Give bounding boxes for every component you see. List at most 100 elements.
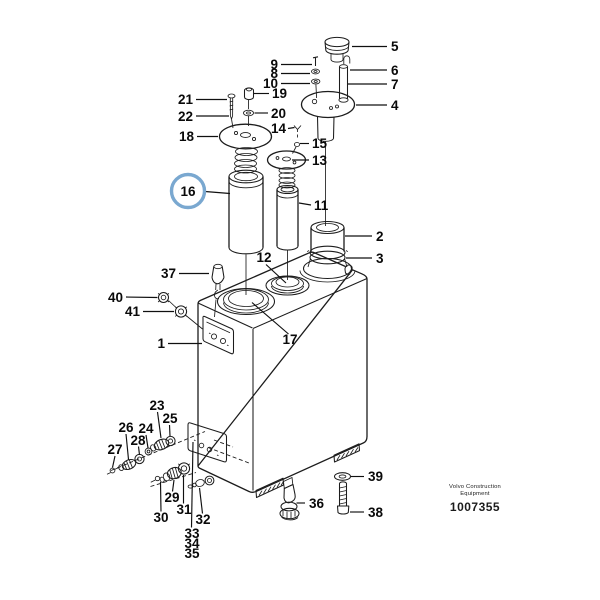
callout-30[interactable]: 30 <box>153 510 168 525</box>
upper-bracket <box>202 315 235 355</box>
small-filter-element <box>276 184 299 280</box>
callout-34[interactable]: 34 <box>184 536 200 551</box>
callout-7[interactable]: 7 <box>391 77 399 92</box>
callout-38[interactable]: 38 <box>368 505 384 520</box>
callout-20[interactable]: 20 <box>271 106 286 121</box>
cover-screw <box>227 93 236 129</box>
callout-29[interactable]: 29 <box>164 490 179 505</box>
plug-29 <box>159 466 182 483</box>
callout-9[interactable]: 9 <box>270 57 278 72</box>
washer-28 <box>134 453 145 465</box>
callout-25[interactable]: 25 <box>162 411 178 426</box>
small-valve-ball <box>293 142 301 147</box>
leader-line-16 <box>204 190 231 195</box>
callout-31[interactable]: 31 <box>176 502 192 517</box>
return-filter-assembly <box>218 87 273 295</box>
drain-bolt <box>336 481 350 515</box>
callout-19[interactable]: 19 <box>272 86 287 101</box>
leader-line-29 <box>171 479 175 492</box>
callout-27[interactable]: 27 <box>107 442 122 457</box>
plug-32 <box>192 475 215 488</box>
breather-nut <box>157 291 177 308</box>
callout-35[interactable]: 35 <box>184 546 200 561</box>
callout-3[interactable]: 3 <box>376 251 384 266</box>
callout-39[interactable]: 39 <box>368 469 383 484</box>
filter-spring <box>234 147 258 174</box>
callout-17[interactable]: 17 <box>282 332 297 347</box>
breather-washer <box>174 305 203 330</box>
filter-cover-plate <box>218 123 273 150</box>
leader-line-17 <box>251 302 289 335</box>
callout-14[interactable]: 14 <box>271 121 287 136</box>
drain-valve <box>279 476 300 521</box>
leader-line-28 <box>137 446 141 456</box>
figure-footer: Volvo Construction Equipment 1007355 <box>430 484 520 514</box>
leader-line-40 <box>125 296 158 299</box>
ring-31 <box>177 462 191 475</box>
callout-15[interactable]: 15 <box>312 136 328 151</box>
callout-10[interactable]: 10 <box>263 76 278 91</box>
fitting-26 <box>118 458 137 472</box>
brand-line-1: Volvo Construction <box>449 484 501 490</box>
leader-line-24 <box>145 434 149 449</box>
lower-bracket <box>187 422 228 463</box>
leader-line-11 <box>298 202 312 206</box>
highlight-ring-16 <box>169 172 207 210</box>
callout-32[interactable]: 32 <box>195 512 210 527</box>
callout-18[interactable]: 18 <box>179 129 195 144</box>
leader-line-14 <box>287 126 295 130</box>
callout-16[interactable]: 16 <box>180 184 196 199</box>
filler-cap <box>324 36 350 63</box>
suction-strainer <box>306 220 349 265</box>
dipstick <box>343 55 351 64</box>
leader-line-32 <box>198 487 204 514</box>
small-bolt <box>293 125 302 138</box>
brand-line-2: Equipment <box>460 491 490 497</box>
callout-28[interactable]: 28 <box>130 433 146 448</box>
callout-8[interactable]: 8 <box>270 66 278 81</box>
washer-24 <box>144 447 153 456</box>
callout-12[interactable]: 12 <box>256 250 271 265</box>
callout-4[interactable]: 4 <box>391 98 399 113</box>
drain-washer <box>333 472 352 481</box>
callout-36[interactable]: 36 <box>309 496 325 511</box>
callout-13[interactable]: 13 <box>312 153 328 168</box>
mounting-foot-right <box>333 443 361 463</box>
callout-41[interactable]: 41 <box>125 304 141 319</box>
callout-40[interactable]: 40 <box>108 290 123 305</box>
callout-23[interactable]: 23 <box>149 398 165 413</box>
callout-24[interactable]: 24 <box>138 421 154 436</box>
return-filter-element <box>228 169 264 295</box>
callout-26[interactable]: 26 <box>118 420 134 435</box>
tank-body <box>187 251 368 499</box>
callout-2[interactable]: 2 <box>376 229 384 244</box>
callout-21[interactable]: 21 <box>178 92 194 107</box>
leader-line-12 <box>265 264 287 284</box>
fitting-27 <box>106 466 121 475</box>
breather-cap-small <box>243 87 255 109</box>
callout-37[interactable]: 37 <box>161 266 176 281</box>
leader-line-30 <box>159 481 162 512</box>
leader-line-23 <box>156 411 162 439</box>
filler-neck <box>316 116 335 226</box>
filler-cover-plate <box>300 90 356 119</box>
leader-line-26 <box>125 433 130 460</box>
cover-screw-stack <box>311 56 321 99</box>
fittings-cluster <box>106 431 215 489</box>
callout-1[interactable]: 1 <box>157 336 165 351</box>
callout-22[interactable]: 22 <box>178 109 193 124</box>
fitting-30 <box>150 475 161 483</box>
callout-6[interactable]: 6 <box>391 63 399 78</box>
callout-33[interactable]: 33 <box>184 526 200 541</box>
breather-valve <box>211 263 225 318</box>
leader-line-25 <box>168 424 171 437</box>
callout-11[interactable]: 11 <box>314 198 329 213</box>
callout-5[interactable]: 5 <box>391 39 399 54</box>
nut-25 <box>165 435 176 447</box>
clamp-ring <box>309 245 346 260</box>
fitting-23 <box>150 438 170 452</box>
filler-assembly <box>300 36 356 226</box>
